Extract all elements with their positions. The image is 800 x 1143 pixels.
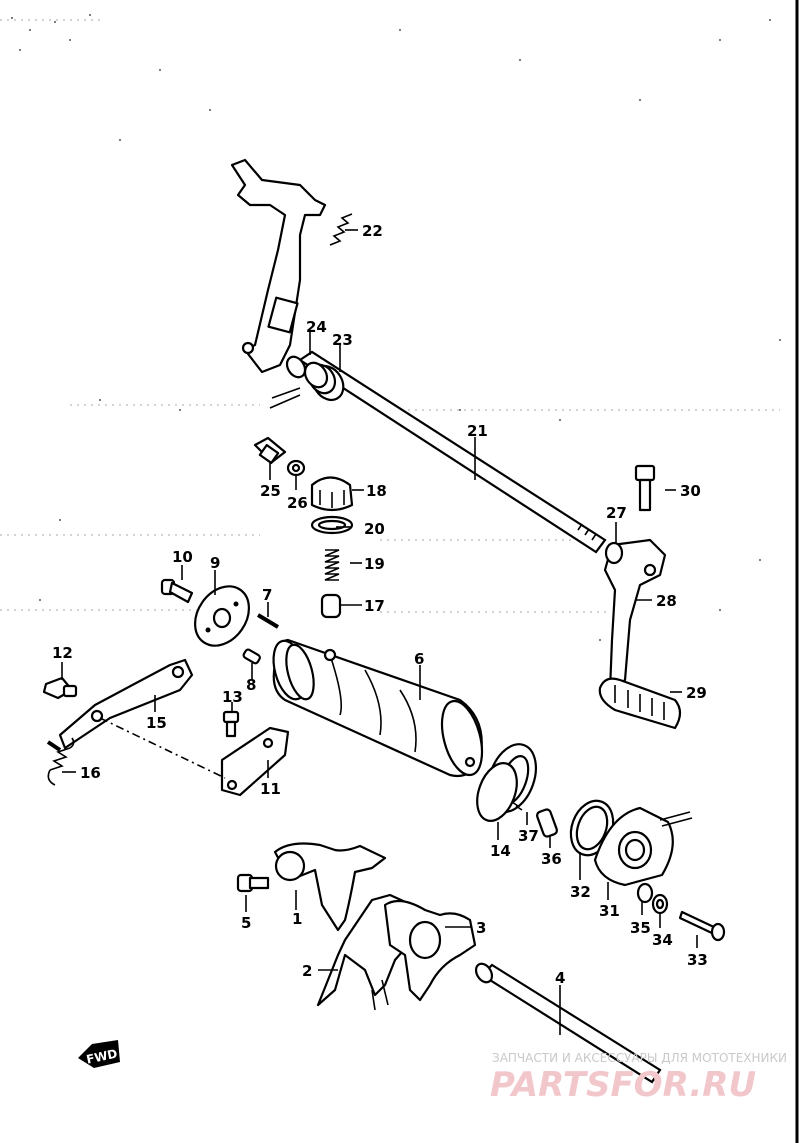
label-9: 9 <box>210 554 220 572</box>
return-spring <box>269 361 345 409</box>
label-7: 7 <box>262 586 272 604</box>
label-18: 18 <box>366 482 387 500</box>
plate-11 <box>220 726 290 797</box>
label-11: 11 <box>260 780 281 798</box>
bolt-30 <box>634 464 656 512</box>
pin-8 <box>242 648 261 665</box>
label-19: 19 <box>364 555 385 573</box>
label-2: 2 <box>302 962 312 980</box>
bolt-25 <box>253 436 287 465</box>
label-4: 4 <box>555 969 565 987</box>
label-37: 37 <box>518 827 539 845</box>
label-14: 14 <box>490 842 511 860</box>
gearshift-cam <box>272 638 484 778</box>
watermark-logo-text: PARTSFOR.RU <box>490 1065 756 1105</box>
screw-33 <box>678 910 726 942</box>
label-1: 1 <box>292 910 302 928</box>
scan-noise <box>11 14 781 641</box>
label-25: 25 <box>260 482 281 500</box>
leader-lines <box>61 229 698 1035</box>
watermark-top-text: ЗАПЧАСТИ И АКСЕССУАРЫ ДЛЯ МОТОТЕХНИКИ <box>492 1051 787 1065</box>
label-24: 24 <box>306 318 327 336</box>
shift-lever-28 <box>603 538 667 692</box>
gearshift-shaft <box>285 350 607 554</box>
washer-35 <box>636 882 654 904</box>
spring-19 <box>324 549 340 581</box>
alignment-line <box>99 717 226 779</box>
cam-stopper-plate-9 <box>194 585 250 647</box>
shift-fork-3 <box>383 899 477 1002</box>
watermark: ЗАПЧАСТИ И АКСЕССУАРЫ ДЛЯ МОТОТЕХНИКИ PA… <box>490 1051 787 1105</box>
label-13: 13 <box>222 688 243 706</box>
plug-bolt-18 <box>310 476 354 512</box>
label-20: 20 <box>364 520 385 538</box>
pin-36 <box>536 808 558 838</box>
label-33: 33 <box>687 951 708 969</box>
neutral-switch-31 <box>593 806 693 887</box>
label-32: 32 <box>570 883 591 901</box>
fwd-arrow-icon: FWD <box>78 1040 120 1068</box>
label-22: 22 <box>362 222 383 240</box>
bolt-12 <box>42 676 78 700</box>
callout-labels: 22 24 23 21 25 26 18 20 19 17 10 9 7 8 6… <box>52 222 708 987</box>
washer-34 <box>651 893 669 915</box>
label-23: 23 <box>332 331 353 349</box>
shift-fork-1 <box>273 842 387 932</box>
label-34: 34 <box>652 931 673 949</box>
pin-7 <box>256 613 280 629</box>
label-17: 17 <box>364 597 385 615</box>
shift-rubber-29 <box>598 677 682 730</box>
label-28: 28 <box>656 592 677 610</box>
stopper-arm-15 <box>58 658 194 750</box>
spring-22 <box>329 213 353 246</box>
label-26: 26 <box>287 494 308 512</box>
bolt-13 <box>222 710 240 738</box>
label-31: 31 <box>599 902 620 920</box>
label-30: 30 <box>680 482 701 500</box>
gasket-20 <box>310 515 354 535</box>
fwd-label: FWD <box>85 1047 119 1067</box>
washer-27 <box>604 541 624 565</box>
label-35: 35 <box>630 919 651 937</box>
label-8: 8 <box>246 676 256 694</box>
oil-seal-14 <box>476 762 518 822</box>
label-6: 6 <box>414 650 424 668</box>
label-29: 29 <box>686 684 707 702</box>
spring-16 <box>46 737 75 786</box>
label-16: 16 <box>80 764 101 782</box>
bolt-5 <box>236 873 270 893</box>
label-36: 36 <box>541 850 562 868</box>
label-12: 12 <box>52 644 73 662</box>
label-3: 3 <box>476 919 486 937</box>
pin-17 <box>320 593 342 619</box>
label-15: 15 <box>146 714 167 732</box>
gearshift-arm <box>230 158 327 374</box>
label-27: 27 <box>606 504 627 522</box>
scan-streaks <box>0 19 780 613</box>
label-21: 21 <box>467 422 488 440</box>
bolt-10 <box>160 578 194 604</box>
label-10: 10 <box>172 548 193 566</box>
label-5: 5 <box>241 914 251 932</box>
fork-shaft-4 <box>474 962 662 1084</box>
washer-26 <box>286 459 306 477</box>
